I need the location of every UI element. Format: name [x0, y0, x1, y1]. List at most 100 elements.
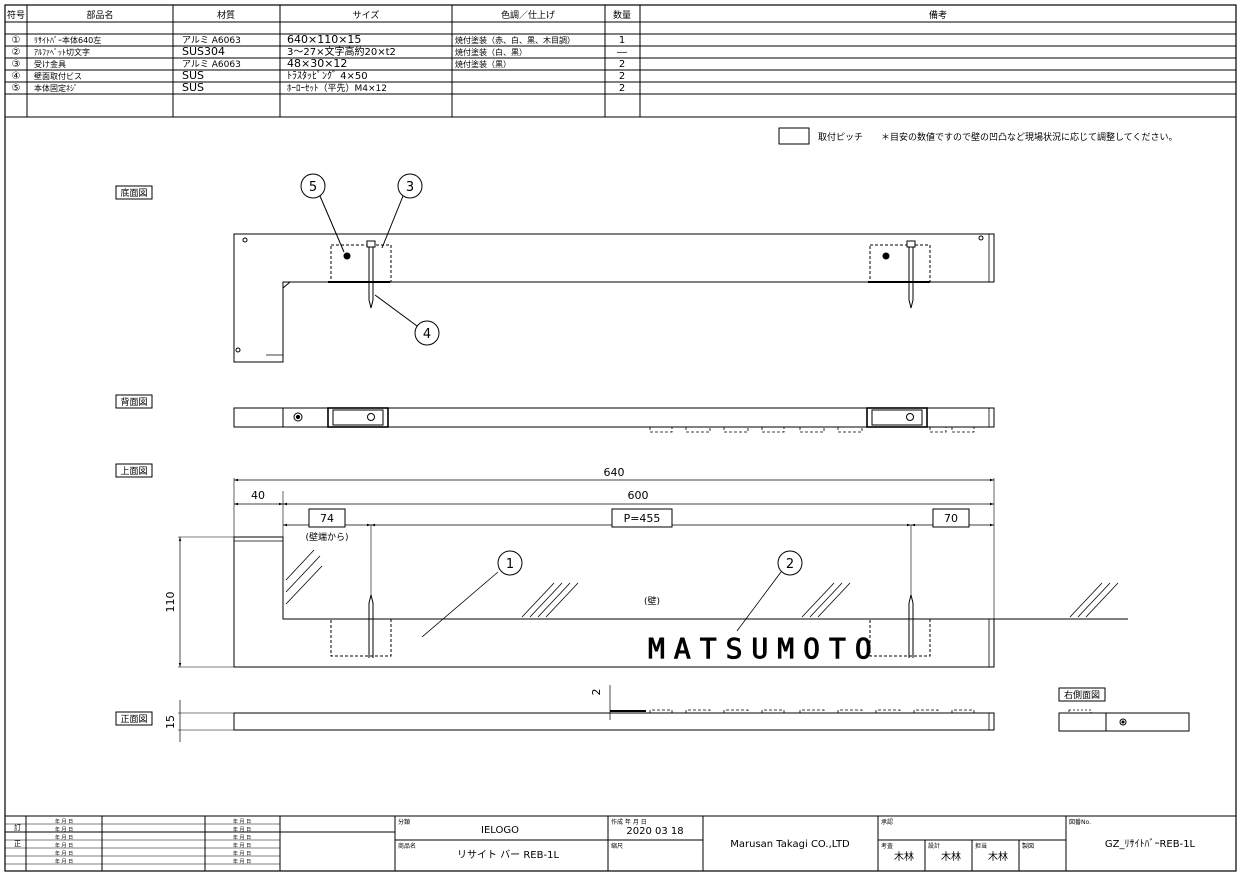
row-name: 壁面取付ビス — [34, 71, 82, 81]
header-finish: 色調／仕上げ — [501, 9, 555, 21]
bottom-view — [233, 233, 995, 363]
dim-letter-t: 2 — [590, 689, 603, 696]
dim-from-wall: 74 — [320, 512, 334, 525]
row-material: SUS — [182, 81, 204, 94]
title-block-texts: 訂 正 年 月 日 年 月 日 年 月 日 年 月 日 年 月 日 年 月 日 … — [14, 818, 1196, 865]
row-name: ｱﾙﾌｧﾍﾞｯﾄ切文字 — [34, 47, 90, 57]
rev-date-9: 年 月 日 — [233, 834, 251, 841]
row-qty: 1 — [619, 35, 625, 46]
row-finish: 焼付塗装（赤、白、黒、木目調） — [455, 35, 575, 45]
row-material: アルミ A6063 — [182, 36, 241, 46]
front-view — [178, 685, 995, 742]
row-qty: 2 — [619, 83, 625, 94]
row-no: ⑤ — [12, 83, 21, 94]
front-view-texts: 15 2 — [164, 689, 603, 730]
row-name: 受け金具 — [34, 59, 66, 69]
row-qty: 2 — [619, 59, 625, 70]
charge-name: 木林 — [988, 850, 1008, 863]
callouts-bottom: 5 3 4 — [300, 173, 440, 346]
parts-table-header: 符号 部品名 材質 サイズ 色調／仕上げ 数量 備考 — [7, 9, 947, 21]
parts-table-rows: ① ﾘｻｲﾄﾊﾞｰ本体640左 アルミ A6063 640×110×15 焼付塗… — [12, 33, 627, 94]
row-name: ﾘｻｲﾄﾊﾞｰ本体640左 — [34, 35, 101, 45]
product-label: 商品名 — [398, 842, 416, 850]
callout-1: 1 — [506, 557, 514, 572]
header-name: 部品名 — [86, 9, 113, 21]
view-top-label: 上面図 — [120, 466, 147, 477]
scale-label: 縮尺 — [611, 842, 623, 850]
row-size: 48×30×12 — [287, 57, 347, 70]
header-material: 材質 — [217, 9, 235, 21]
dim-inner: 600 — [628, 489, 649, 502]
row-no: ④ — [12, 71, 21, 82]
view-back-label: 背面図 — [120, 396, 147, 408]
rev-date-10: 年 月 日 — [233, 842, 251, 849]
rev-date-6: 年 月 日 — [55, 858, 73, 865]
row-name: 本体固定ﾈｼﾞ — [34, 83, 78, 93]
view-bottom-label: 底面図 — [120, 187, 147, 199]
header-qty: 数量 — [613, 9, 631, 21]
title-block — [5, 815, 1236, 871]
rev-date-4: 年 月 日 — [55, 842, 73, 849]
row-material: アルミ A6063 — [182, 60, 241, 70]
dim-right: 70 — [944, 512, 958, 525]
row-finish: 焼付塗装（黒） — [455, 59, 511, 69]
row-no: ③ — [12, 59, 21, 70]
pitch-label: 取付ピッチ — [818, 132, 863, 143]
design-label: 設計 — [928, 842, 940, 850]
header-note: 備考 — [929, 9, 947, 21]
sign-letters: MATSUMOTO — [648, 632, 881, 665]
callout-3: 3 — [406, 180, 414, 195]
created-value: 2020 03 18 — [626, 826, 683, 837]
row-no: ① — [12, 35, 21, 46]
check-name: 木林 — [894, 850, 914, 863]
top-view — [178, 478, 1128, 668]
dim-total: 640 — [604, 466, 625, 479]
remark-note: ＊目安の数値ですので壁の凹凸など現場状況に応じて調整してください。 — [881, 131, 1177, 143]
wall-label: (壁) — [644, 595, 660, 607]
header-no: 符号 — [7, 9, 25, 21]
dim-left: 40 — [251, 489, 265, 502]
row-material: SUS — [182, 69, 204, 82]
category-label: 分類 — [398, 818, 410, 826]
approve-label: 承認 — [881, 818, 893, 826]
charge-label: 担当 — [975, 842, 987, 850]
rev-date-2: 年 月 日 — [55, 826, 73, 833]
parts-table — [5, 5, 1236, 118]
dim-pitch: P=455 — [624, 512, 661, 525]
check-label: 考査 — [881, 842, 893, 850]
category-value: IELOGO — [481, 825, 519, 836]
design-name: 木林 — [941, 850, 961, 863]
row-finish: 焼付塗装（白、黒） — [455, 47, 527, 57]
product-value: リサイト バー REB-1L — [457, 849, 559, 861]
header-size: サイズ — [353, 9, 380, 21]
rev-date-5: 年 月 日 — [55, 850, 73, 857]
callout-4: 4 — [423, 327, 431, 342]
rev-date-7: 年 月 日 — [233, 818, 251, 825]
row-size: 640×110×15 — [287, 33, 361, 46]
rev-label-2: 正 — [14, 840, 21, 848]
dim-thickness: 15 — [164, 715, 177, 729]
top-view-texts: 640 600 40 74 (壁端から) P=455 70 110 (壁) 1 … — [164, 466, 958, 665]
row-qty: ― — [617, 47, 627, 58]
dim-height: 110 — [164, 592, 177, 613]
drawing-no-label: 図番No. — [1069, 819, 1091, 826]
back-view — [233, 407, 995, 433]
row-no: ② — [12, 47, 21, 58]
row-size: 3～27×文字高約20×t2 — [287, 45, 396, 58]
view-front-label: 正面図 — [120, 714, 147, 725]
rev-date-1: 年 月 日 — [55, 818, 73, 825]
rev-date-12: 年 月 日 — [233, 858, 251, 865]
row-qty: 2 — [619, 71, 625, 82]
drawing-no: GZ_ﾘｻｲﾄﾊﾞｰREB-1L — [1105, 838, 1196, 850]
row-size: ﾄﾗｽﾀｯﾋﾟﾝｸﾞ 4×50 — [287, 70, 368, 82]
pitch-legend-box — [778, 127, 810, 145]
rev-date-11: 年 月 日 — [233, 850, 251, 857]
row-material: SUS304 — [182, 45, 225, 58]
row-size: ﾎｰﾛｰｾｯﾄ（平先）M4×12 — [287, 82, 387, 94]
dim-from-wall-note: (壁端から) — [305, 531, 348, 543]
view-right-label: 右側面図 — [1064, 689, 1100, 701]
draw-label: 製図 — [1022, 842, 1034, 850]
rev-date-8: 年 月 日 — [233, 826, 251, 833]
rev-label: 訂 — [14, 823, 21, 832]
